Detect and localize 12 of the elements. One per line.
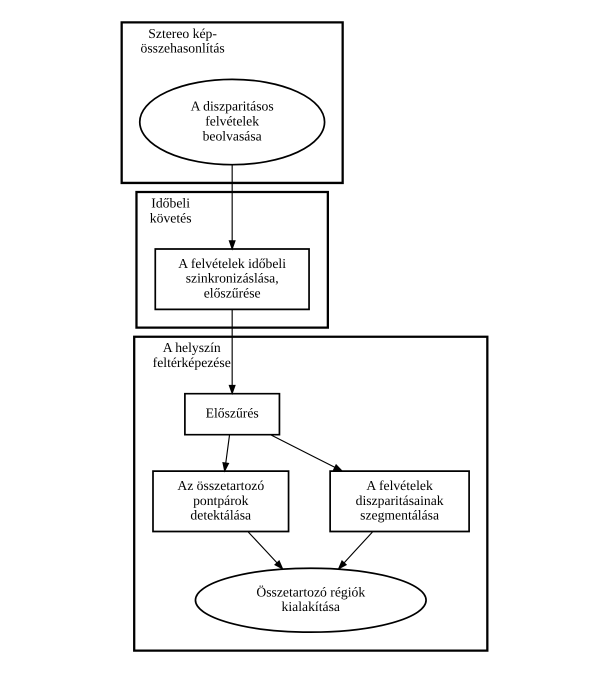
arrow bbox=[228, 165, 236, 251]
node-box: A felvételek időbeli szinkronizáslása, előszűrése bbox=[154, 248, 310, 310]
node-box: Előszűrés bbox=[184, 392, 280, 436]
arrow bbox=[338, 532, 373, 570]
arrow bbox=[270, 434, 344, 472]
node-box: Az összetartozó pontpárok detektálása bbox=[152, 470, 290, 532]
node-box: A felvételek diszparitásainak szegmentálása bbox=[329, 470, 470, 532]
node-ellipse: A diszparitásos felvételek beolvasása bbox=[138, 78, 326, 166]
node-ellipse: Összetartozó régiók kialakítása bbox=[194, 567, 427, 634]
arrow bbox=[228, 309, 236, 396]
arrow bbox=[248, 532, 284, 570]
arrow bbox=[222, 434, 230, 473]
